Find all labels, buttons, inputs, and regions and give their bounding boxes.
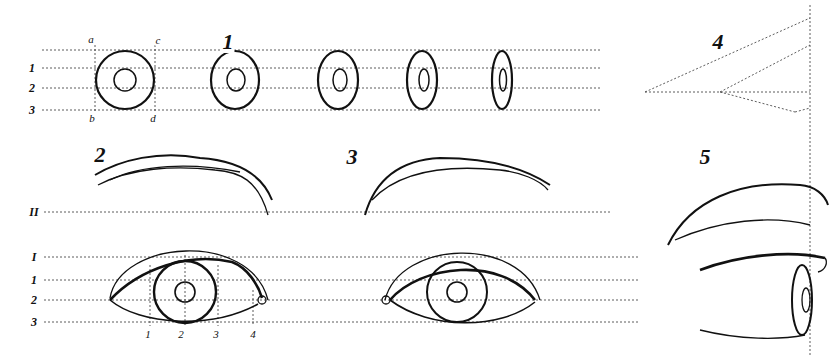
figure-number: 5 (699, 146, 712, 168)
row-number: 1 (28, 62, 36, 74)
row-numeral: II (28, 206, 39, 218)
row-number: 2 (28, 82, 36, 94)
figure-number: 2 (94, 144, 107, 166)
figure-number: 4 (712, 31, 725, 53)
figure-number: 3 (346, 146, 359, 168)
row-number: 1 (30, 274, 38, 286)
column-number: 3 (212, 329, 220, 340)
corner-letter: d (149, 113, 157, 124)
row-number: 2 (30, 294, 38, 306)
row-number: 3 (30, 316, 38, 328)
corner-letter: b (88, 113, 96, 124)
column-number: 1 (144, 329, 152, 340)
row-numeral: I (31, 251, 38, 263)
column-number: 2 (177, 329, 185, 340)
row-number: 3 (28, 104, 36, 116)
corner-letter: c (155, 35, 162, 46)
column-number: 4 (249, 329, 257, 340)
figure-number: 1 (222, 31, 235, 53)
corner-letter: a (87, 34, 95, 45)
